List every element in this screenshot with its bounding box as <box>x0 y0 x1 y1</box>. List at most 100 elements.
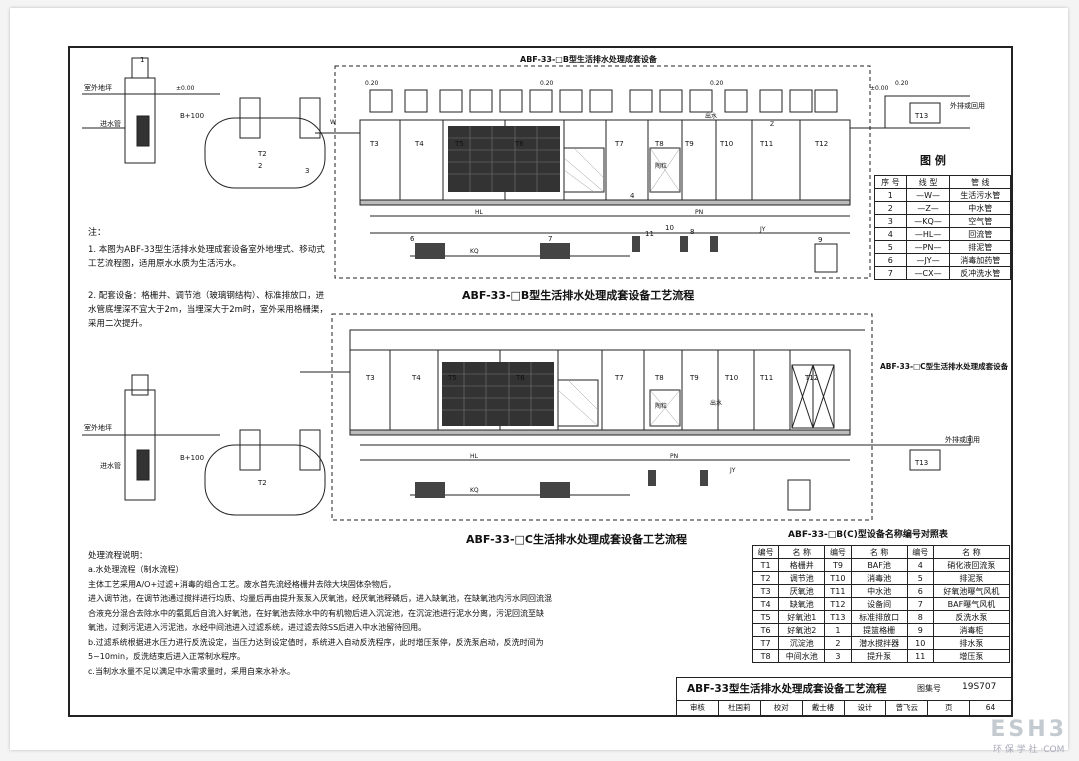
tank-label-t6: T6 <box>515 374 525 382</box>
name-table-cell: 消毒柜 <box>932 623 1011 637</box>
notes-title: 注： <box>88 228 107 238</box>
legend-cell: 5 <box>874 240 907 254</box>
name-table-cell: T5 <box>751 610 780 624</box>
legend-cell: 1 <box>874 188 907 202</box>
drawing-frame <box>68 46 1013 717</box>
equipment-number: 3 <box>305 167 309 175</box>
elev-label: 0.20 <box>365 80 379 87</box>
legend-row: 2—Z—中水管 <box>874 201 1011 215</box>
pipe-label: JY <box>729 467 736 474</box>
legend-row: 3—KQ—空气管 <box>874 214 1011 228</box>
equipment-number: 7 <box>548 235 552 243</box>
signature-cell: 设计 <box>845 701 887 716</box>
equipment-number: 9 <box>818 236 822 244</box>
name-table-cell: T6 <box>751 623 780 637</box>
legend-cell: 回流管 <box>949 227 1011 241</box>
name-table-cell: 沉淀池 <box>778 636 826 650</box>
legend-cell: 消毒加药管 <box>949 253 1011 267</box>
process-line: 进入调节池，在调节池通过搅拌进行均质、均量后再由提升泵泵入厌氧池，经厌氧池释磷后… <box>88 594 552 603</box>
tank-label-t4: T4 <box>414 140 424 148</box>
equipment-box <box>589 89 613 113</box>
elev-label: ±0.00 <box>176 85 195 92</box>
name-table-cell: BAF曝气风机 <box>932 597 1011 611</box>
tank-label-t11: T11 <box>759 140 773 148</box>
legend-cell: —PN— <box>905 240 951 254</box>
tank-label-t5: T5 <box>447 374 457 382</box>
tank-label-t13: T13 <box>914 112 928 120</box>
name-table-cell: 中间水池 <box>778 649 826 663</box>
name-table-cell: 排泥泵 <box>932 571 1011 585</box>
name-table-cell: T4 <box>751 597 780 611</box>
ground-label: 室外地坪 <box>84 83 112 92</box>
name-table-cell: 2 <box>824 636 852 650</box>
pipe-label: JY <box>759 226 766 233</box>
tank-label-t7: T7 <box>614 374 624 382</box>
equipment-number: 10 <box>665 224 674 232</box>
top-frame-title: ABF-33-□B型生活排水处理成套设备 <box>520 55 657 64</box>
equipment-box <box>789 89 813 113</box>
pipe-label: HL <box>470 453 479 460</box>
name-table-cell: T3 <box>751 584 780 598</box>
tank-label-t6: T6 <box>514 140 524 148</box>
equipment-number: 6 <box>410 235 415 243</box>
dimension-label: B+100 <box>180 454 204 462</box>
name-table-cell: 好氧池1 <box>778 610 826 624</box>
name-table-cell: 9 <box>906 623 934 637</box>
signature-cell: 戴士椿 <box>803 701 845 716</box>
tank-label-t8: T8 <box>654 140 664 148</box>
watermark-text: 环 保 学 社 ·COM <box>992 745 1065 755</box>
name-table-cell: 提升泵 <box>850 649 908 663</box>
tank-label-t12: T12 <box>814 140 828 148</box>
legend-cell: 6 <box>874 253 907 267</box>
tank-label-t3: T3 <box>369 140 379 148</box>
ground-label: 室外地坪 <box>84 423 112 432</box>
legend-row: 7—CX—反冲洗水管 <box>874 266 1011 280</box>
tank-label-t7: T7 <box>614 140 624 148</box>
legend-cell: 7 <box>874 266 907 280</box>
legend-title: 图 例 <box>920 154 946 167</box>
name-table-cell: 好氧池2 <box>778 623 826 637</box>
equipment-box <box>559 89 583 113</box>
outlet-label: 出水 <box>710 399 722 407</box>
equipment-number: 2 <box>258 162 262 170</box>
signature-cell: 64 <box>970 701 1012 716</box>
legend-cell: —W— <box>905 188 951 202</box>
legend-cell: 3 <box>874 214 907 228</box>
media-label: 陶粒 <box>655 402 667 410</box>
name-table-cell: T1 <box>751 558 780 572</box>
name-table-cell: 厌氧池 <box>778 584 826 598</box>
name-table-cell: 好氧池曝气风机 <box>932 584 1011 598</box>
legend-header-line: 线 型 <box>905 175 951 189</box>
name-table-cell: 消毒池 <box>850 571 908 585</box>
name-table-title: ABF-33-□B(C)型设备名称编号对照表 <box>788 530 948 540</box>
equipment-box <box>629 89 653 113</box>
outlet-label: 出水 <box>705 112 717 120</box>
signature-cell: 杜国莉 <box>719 701 761 716</box>
equipment-box <box>759 89 783 113</box>
tank-label-t4: T4 <box>411 374 421 382</box>
note-2: 2. 配套设备：格栅井、调节池（玻璃钢结构）、标准排放口，进水管底埋深不宜大于2… <box>88 291 328 329</box>
top-caption: ABF-33-□B型生活排水处理成套设备工艺流程 <box>462 289 695 302</box>
name-table-cell: T2 <box>751 571 780 585</box>
equipment-box <box>469 89 493 113</box>
pipe-label: KQ <box>470 487 479 494</box>
equipment-number: 11 <box>645 230 654 238</box>
equipment-number: 1 <box>140 56 144 64</box>
name-table-cell: 4 <box>906 558 934 572</box>
tank-label-t9: T9 <box>689 374 699 382</box>
legend-cell: 反冲洗水管 <box>949 266 1011 280</box>
signature-cell: 校对 <box>761 701 803 716</box>
media-label: 陶粒 <box>655 162 667 170</box>
bottom-caption: ABF-33-□C生活排水处理成套设备工艺流程 <box>466 533 687 546</box>
process-line: 氧池，过剩污泥进入污泥池，水经中间池进入过滤系统，进过滤去除SS后进入中水池留待… <box>88 623 427 632</box>
nt-h3: 名 称 <box>850 545 908 559</box>
process-line: a.水处理流程（制水流程） <box>88 565 184 574</box>
equipment-box <box>404 89 428 113</box>
equipment-box <box>499 89 523 113</box>
tank-label-t9: T9 <box>684 140 694 148</box>
note-1: 1. 本图为ABF-33型生活排水处理成套设备室外地埋式、移动式工艺流程图，适用… <box>88 245 325 269</box>
